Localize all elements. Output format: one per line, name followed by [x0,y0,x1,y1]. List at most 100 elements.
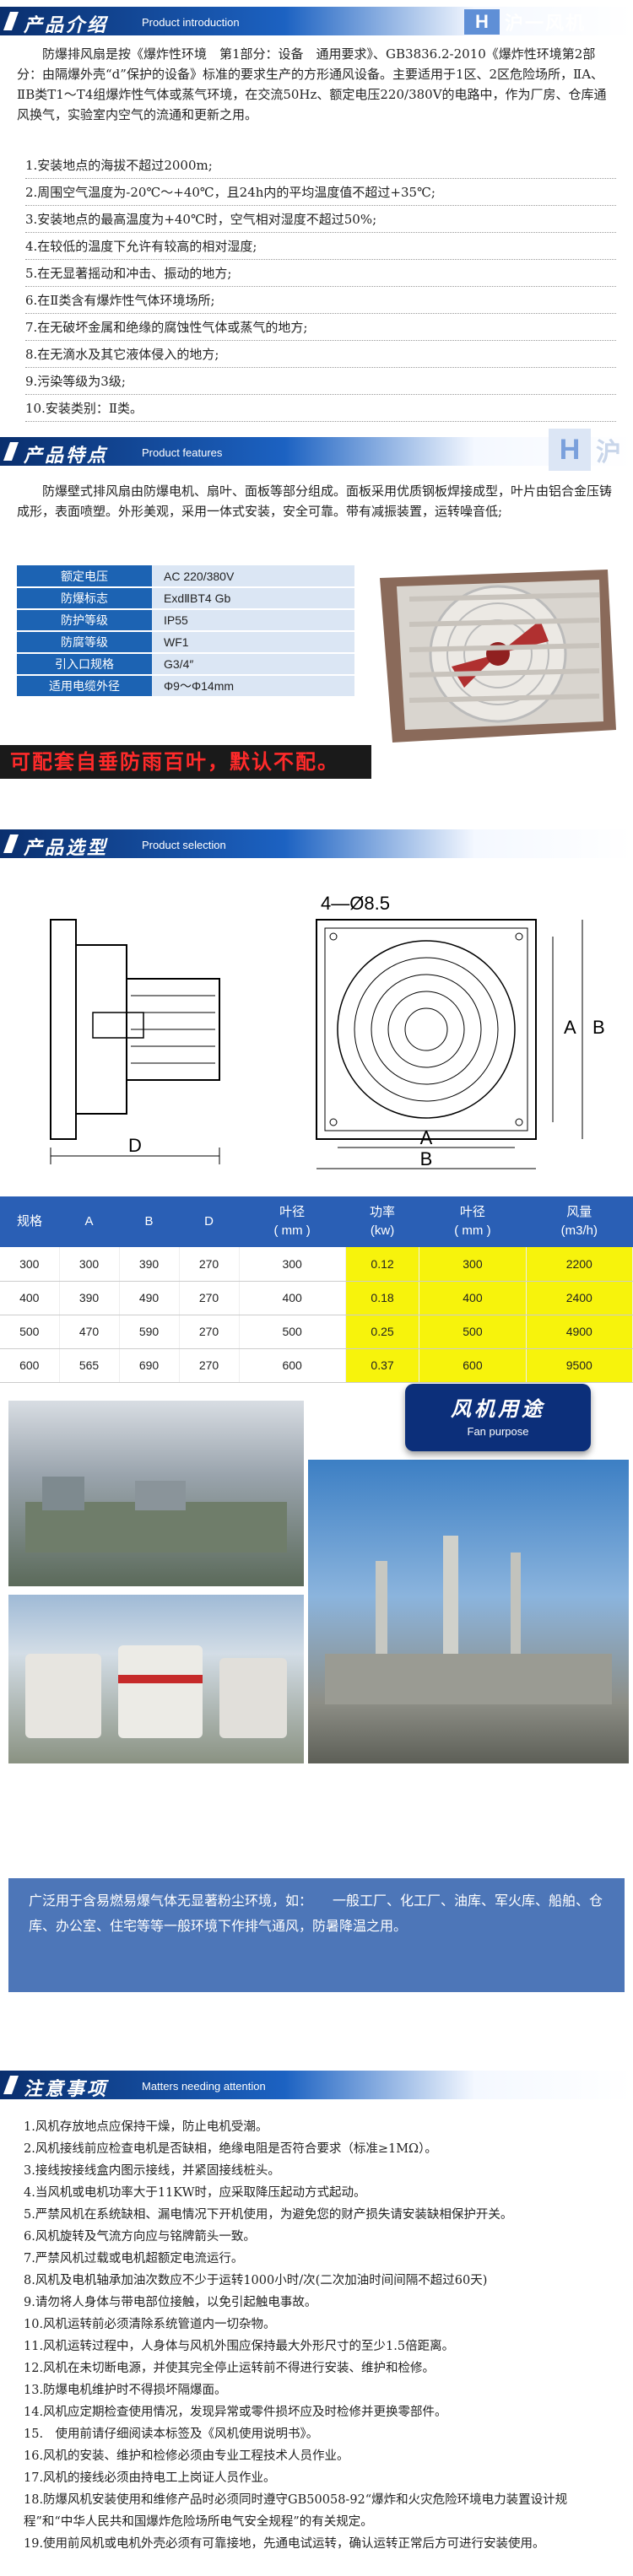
cell: 300 [239,1247,346,1282]
section-subtitle: Product selection [142,839,226,851]
fan-product-image [380,570,616,743]
list-item: 9.请勿将人身体与带电部位接触，以免引起触电事故。 [24,2296,317,2309]
cell: 0.18 [345,1281,420,1315]
list-item: 17.风机的接线必须由持电工上岗证人员作业。 [24,2471,276,2485]
brand-name: 沪一风机 [505,14,587,35]
cell: 390 [119,1247,180,1282]
spec-value: G3/4″ [152,653,354,676]
list-item: 10.安装类别：Ⅱ类。 [25,395,616,422]
refinery-photo [308,1460,629,1763]
spec-value: WF1 [152,631,354,654]
brand-mark-icon: H [464,9,500,35]
cell: 490 [119,1281,180,1315]
cell: 390 [59,1281,120,1315]
purpose-subtitle: Fan purpose [467,1425,529,1438]
cell: 270 [179,1281,240,1315]
col-header: 功率 (kw) [345,1196,419,1247]
list-item: 2.周围空气温度为-20℃～+40℃，且24h内的平均温度值不超过+35℃; [25,179,616,206]
list-item: 18.防爆风机安装使用和维修产品时必须同时遵守GB50058-92“爆炸和火灾危… [24,2493,568,2529]
section-title: 注意事项 [24,2078,109,2100]
list-item: 9.污染等级为3级; [25,368,616,395]
cell: 500 [419,1315,527,1349]
selection-table: 规格 A B D 叶径 ( mm ) 功率 (kw) 叶径 ( mm ) 风量 … [0,1196,633,1383]
list-item: 1.安装地点的海拔不超过2000m; [25,152,616,179]
spec-key: 额定电压 [17,565,152,588]
dimension-drawing: D 4—Ø8.5 A B A B [50,893,605,1169]
cell: 300 [59,1247,120,1282]
brand-logo-watermark: H 沪 [549,429,623,471]
col-header: A [59,1196,119,1247]
col-header: 叶径 ( mm ) [239,1196,346,1247]
section-title: 产品介绍 [24,14,109,36]
spec-key: 适用电缆外径 [17,675,152,698]
cell: 690 [119,1348,180,1383]
col-header: 风量 (m3/h) [526,1196,633,1247]
brand-mark-secondary: 沪 [596,438,623,467]
spec-value: AC 220/380V [152,565,354,588]
list-item: 1.风机存放地点应保持干燥，防止电机受潮。 [24,2120,268,2134]
list-item: 16.风机的安装、维护和检修必须由专业工程技术人员作业。 [24,2449,349,2463]
cell: 270 [179,1348,240,1383]
list-item: 10.风机运转前必须清除系统管道内一切杂物。 [24,2318,276,2331]
dim-label-a-side: A [564,1017,576,1038]
cell: 270 [179,1247,240,1282]
header-accent [3,2076,19,2094]
features-paragraph: 防爆壁式排风扇由防爆电机、扇叶、面板等部分组成。面板采用优质钢板焊接成型，叶片由… [17,483,613,519]
section-subtitle: Matters needing attention [142,2080,266,2093]
list-item: 8.在无滴水及其它液体侵入的地方; [25,341,616,368]
workshop-photo [8,1401,304,1586]
list-item: 13.防爆电机维护时不得损坏隔爆面。 [24,2384,227,2397]
list-item: 3.安装地点的最高温度为+40℃时，空气相对湿度不超过50%; [25,206,616,233]
spec-key: 防腐等级 [17,631,152,654]
spec-key: 防爆标志 [17,587,152,610]
hole-label: 4—Ø8.5 [321,893,390,914]
header-accent [3,834,19,853]
section-subtitle: Product features [142,446,223,459]
list-item: 7.严禁风机过载或电机超额定电流运行。 [24,2252,244,2265]
cell: 400 [0,1281,60,1315]
cell: 500 [0,1315,60,1349]
list-item: 6.风机旋转及气流方向应与铭牌箭头一致。 [24,2230,256,2244]
list-item: 14.风机应定期检查使用情况，发现异常或零件损坏应及时检修并更换零部件。 [24,2406,447,2419]
brand-logo: H 沪一风机 [464,8,586,35]
section-subtitle: Product introduction [142,16,240,29]
cell: 0.25 [345,1315,420,1349]
spec-value: IP55 [152,609,354,632]
list-item: 15. 使用前请仔细阅读本标签及《风机使用说明书》。 [24,2427,319,2441]
list-item: 3.接线按接线盒内图示接线，并紧固接线桩头。 [24,2164,280,2178]
section-title: 产品选型 [24,837,109,859]
col-header: 规格 [0,1196,59,1247]
cell: 590 [119,1315,180,1349]
table-header-row: 规格 A B D 叶径 ( mm ) 功率 (kw) 叶径 ( mm ) 风量 … [0,1196,633,1247]
intro-paragraph: 防爆排风扇是按《爆炸性环境 第1部分：设备 通用要求》、GB3836.2-201… [17,46,607,122]
section-header-selection: 产品选型 Product selection [0,829,633,859]
cell: 300 [419,1247,527,1282]
fan-purpose-badge: 风机用途 Fan purpose [405,1384,591,1451]
cell: 270 [179,1315,240,1349]
col-header: 叶径 ( mm ) [419,1196,527,1247]
list-item: 12.风机在未切断电源，并使其完全停止运转前不得进行安装、维护和检修。 [24,2362,436,2375]
louver-banner: 可配套自垂防雨百叶，默认不配。 [0,745,371,779]
cell: 500 [239,1315,346,1349]
dim-label-a-bottom: A [420,1127,433,1148]
list-item: 4.在较低的温度下允许有较高的相对湿度; [25,233,616,260]
cell: 565 [59,1348,120,1383]
cell: 600 [0,1348,60,1383]
section-header-notes: 注意事项 Matters needing attention [0,2071,633,2100]
condition-list: 1.安装地点的海拔不超过2000m; 2.周围空气温度为-20℃～+40℃，且2… [25,152,616,422]
list-item: 5.严禁风机在系统缺相、漏电情况下开机使用，为避免您的财产损失请安装缺相保护开关… [24,2208,513,2222]
oil-tank-photo [8,1595,304,1763]
dim-label-b-bottom: B [420,1148,433,1169]
cell: 0.12 [345,1247,420,1282]
col-header: D [179,1196,239,1247]
col-header: B [119,1196,179,1247]
